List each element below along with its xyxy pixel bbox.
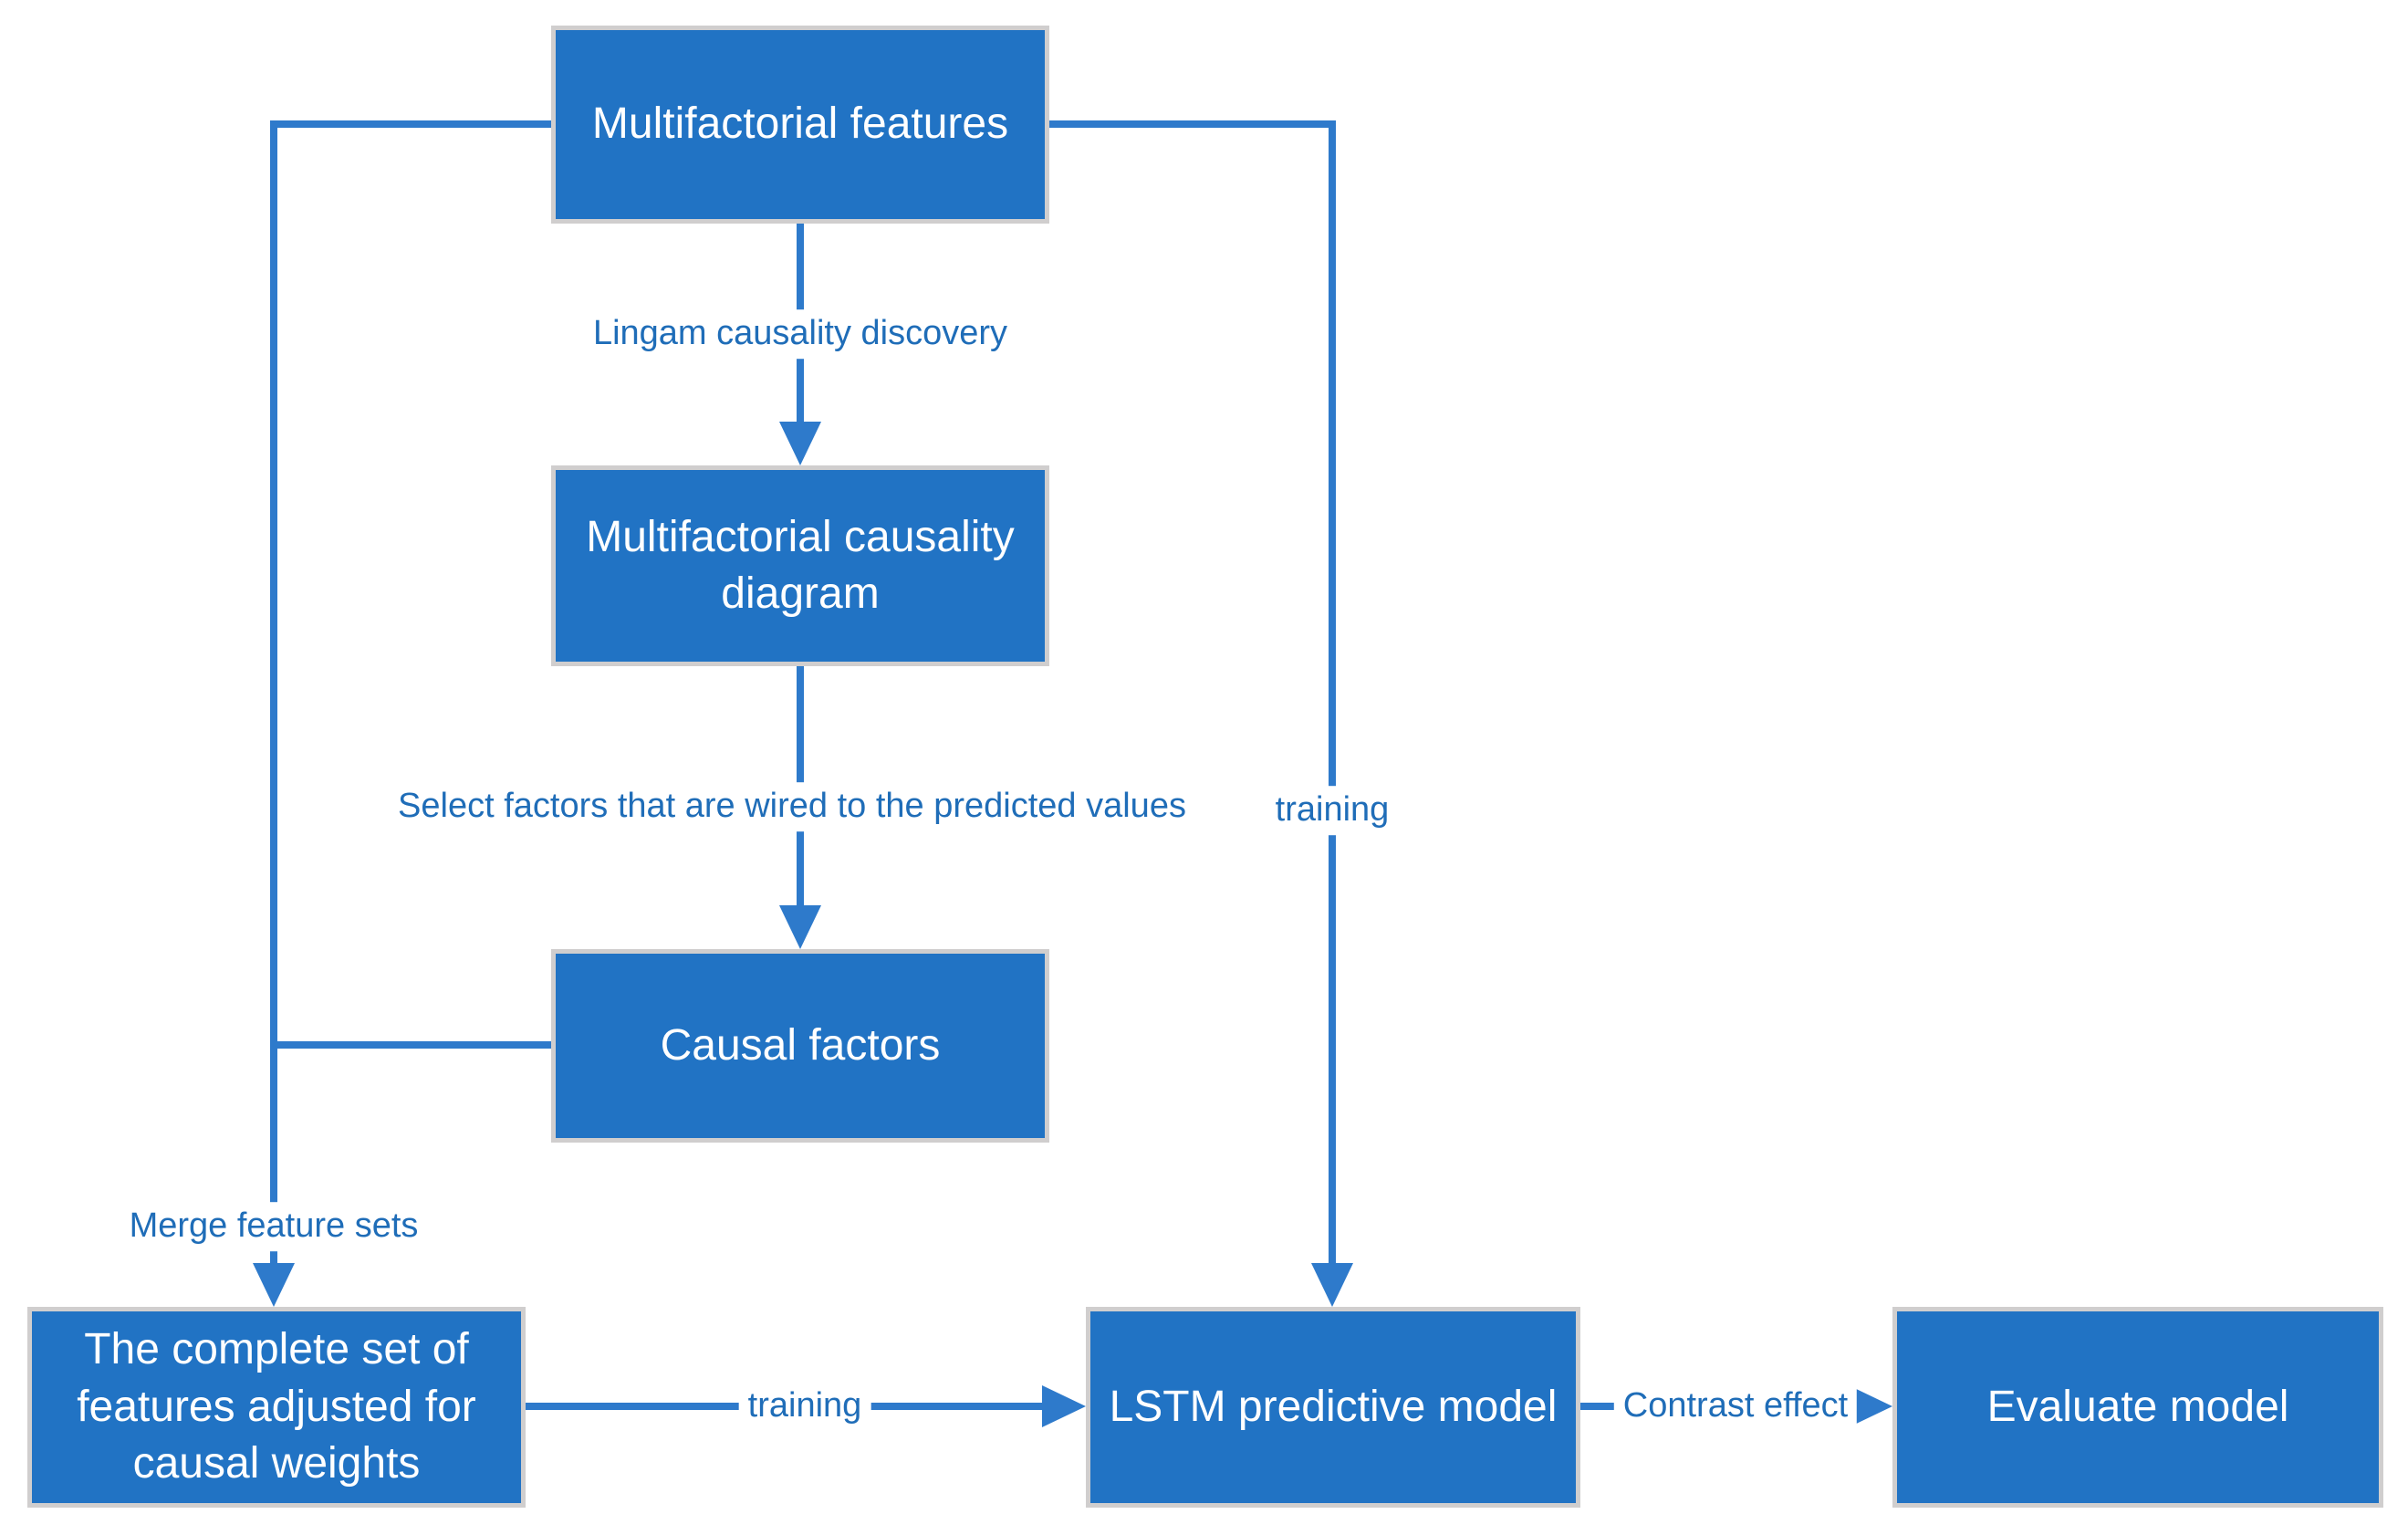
edge-line-right-rail-vertical [1329, 120, 1336, 1266]
node-multifactorial-causality-diagram: Multifactorial causality diagram [551, 465, 1049, 666]
edge-label-select-factors: Select factors that are wired to the pre… [389, 782, 1195, 831]
node-label-multifactorial-causality-diagram: Multifactorial causality diagram [586, 512, 1015, 618]
node-label-lstm-predictive-model: LSTM predictive model [1109, 1382, 1558, 1431]
edge-label-contrast-effect: Contrast effect [1613, 1382, 1858, 1431]
arrowhead-into-causality-diagram [779, 422, 821, 465]
edge-line-left-rail-top-horizontal [274, 120, 551, 128]
edge-label-training-bottom: training [738, 1382, 871, 1431]
arrowhead-into-complete-feature-set [253, 1263, 295, 1307]
node-label-evaluate-model: Evaluate model [1986, 1382, 2289, 1431]
edge-label-merge-feature-sets: Merge feature sets [120, 1202, 428, 1251]
arrowhead-into-lstm-from-left [1042, 1385, 1086, 1427]
node-evaluate-model: Evaluate model [1892, 1307, 2383, 1508]
node-label-causal-factors: Causal factors [660, 1020, 941, 1070]
edge-line-causal-factors-to-left-rail [274, 1041, 551, 1049]
edge-line-left-rail-vertical [270, 120, 277, 1266]
edge-line-right-rail-top-horizontal [1049, 120, 1336, 128]
node-lstm-predictive-model: LSTM predictive model [1086, 1307, 1580, 1508]
arrowhead-into-lstm-from-top [1311, 1263, 1353, 1307]
node-label-complete-feature-set: The complete set of features adjusted fo… [77, 1325, 476, 1488]
edge-label-training-right-rail: training [1266, 786, 1399, 835]
arrowhead-into-causal-factors [779, 905, 821, 949]
node-causal-factors: Causal factors [551, 949, 1049, 1143]
node-complete-feature-set: The complete set of features adjusted fo… [27, 1307, 526, 1508]
edge-label-lingam-causality-discovery: Lingam causality discovery [583, 309, 1017, 359]
node-multifactorial-features: Multifactorial features [551, 26, 1049, 224]
node-label-multifactorial-features: Multifactorial features [591, 99, 1009, 149]
